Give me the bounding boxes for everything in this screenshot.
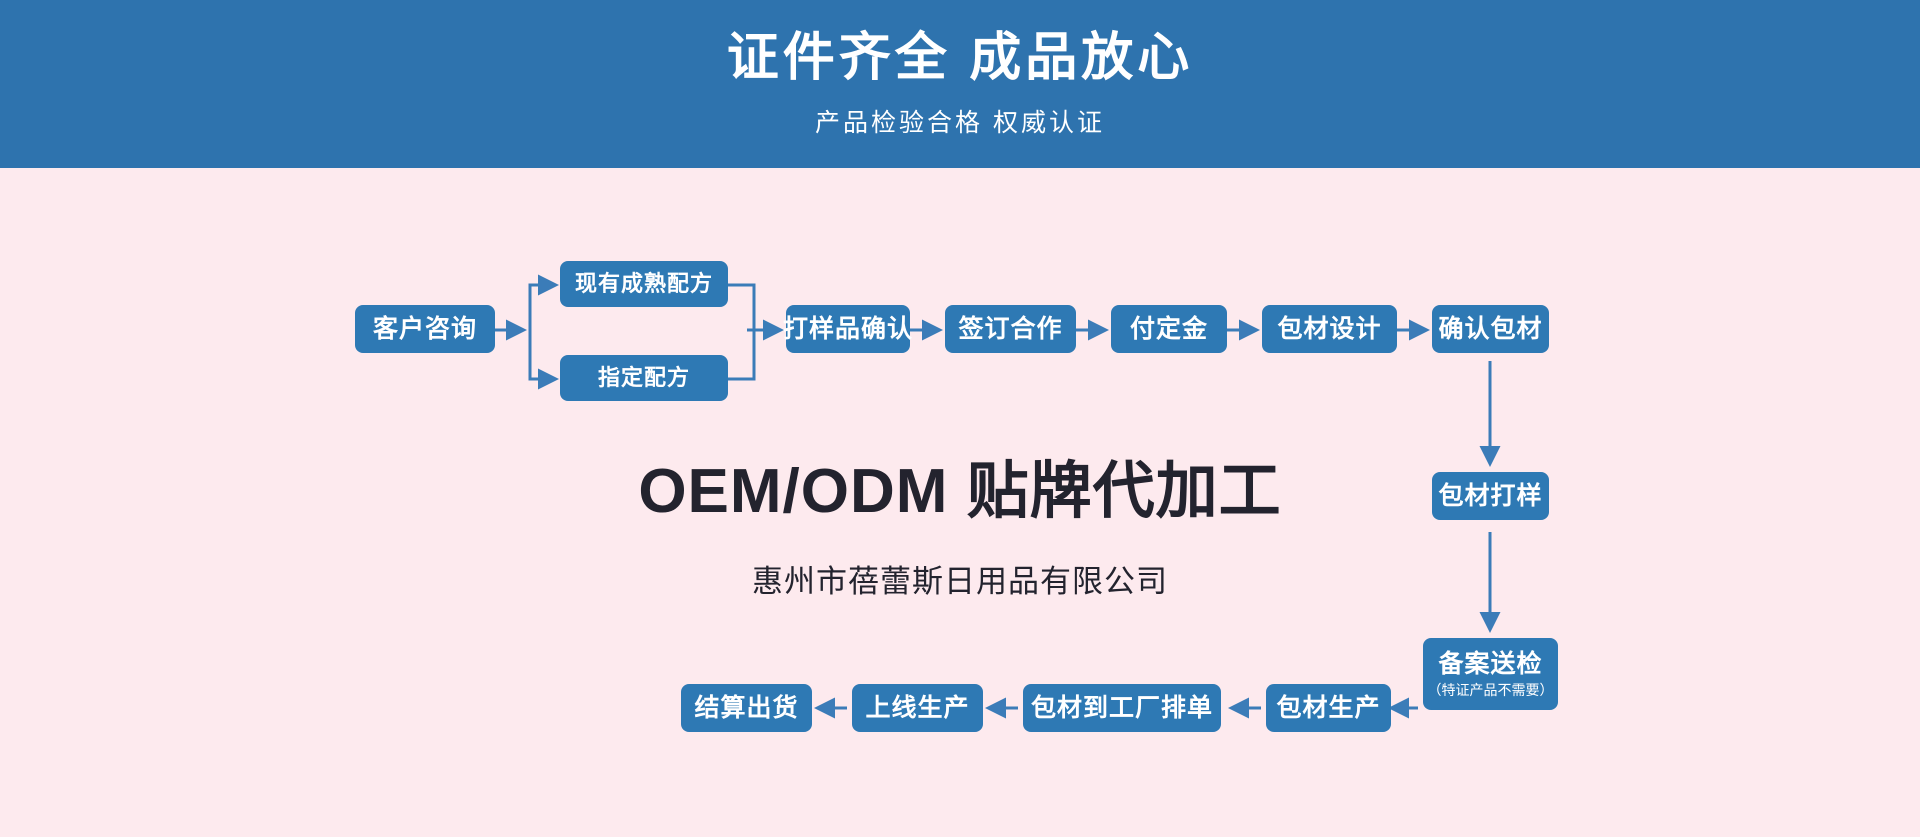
- center-text-block: OEM/ODM 贴牌代加工 惠州市蓓蕾斯日用品有限公司: [0, 440, 1920, 601]
- flow-node-existing[interactable]: 现有成熟配方: [560, 261, 728, 307]
- flow-node-pkg-sample[interactable]: 包材打样: [1432, 472, 1549, 520]
- flow-node-label: 签订合作: [958, 314, 1063, 343]
- flow-node-label: 确认包材: [1438, 314, 1543, 343]
- header-subtitle: 产品检验合格 权威认证: [815, 108, 1105, 137]
- flow-node-label: 现有成熟配方: [574, 271, 713, 296]
- flow-node-settle-ship[interactable]: 结算出货: [681, 684, 812, 732]
- flow-node-custom[interactable]: 指定配方: [560, 355, 728, 401]
- flow-node-sample-confirm[interactable]: 打样品确认: [783, 305, 914, 353]
- flow-node-filing[interactable]: 备案送检 （特证产品不需要）: [1423, 638, 1558, 710]
- flow-node-label: 结算出货: [694, 693, 799, 722]
- flow-node-label: 客户咨询: [372, 314, 477, 343]
- flow-node-line-produce[interactable]: 上线生产: [852, 684, 983, 732]
- flow-connectors: [495, 274, 1501, 719]
- flow-node-deposit[interactable]: 付定金: [1111, 305, 1227, 353]
- flow-node-sublabel: （特证产品不需要）: [1427, 681, 1554, 698]
- flow-node-label: 包材打样: [1438, 481, 1543, 510]
- flow-node-label: 打样品确认: [783, 314, 914, 343]
- flow-node-label: 指定配方: [597, 365, 690, 390]
- flow-node-pkg-confirm[interactable]: 确认包材: [1432, 305, 1549, 353]
- flow-node-pkg-produce[interactable]: 包材生产: [1266, 684, 1391, 732]
- arrow-split-to-existing: [528, 274, 559, 330]
- line-existing-to-merge: [728, 283, 756, 332]
- line-custom-to-merge: [728, 328, 756, 381]
- flow-node-label: 上线生产: [865, 693, 970, 722]
- arrow-split-to-custom: [528, 330, 559, 390]
- oem-headline: OEM/ODM 贴牌代加工: [638, 457, 1282, 526]
- flow-node-label: 备案送检: [1438, 649, 1543, 678]
- company-name: 惠州市蓓蕾斯日用品有限公司: [752, 564, 1168, 599]
- flow-node-pkg-schedule[interactable]: 包材到工厂排单: [1023, 684, 1221, 732]
- flow-node-label: 包材设计: [1277, 314, 1382, 343]
- flow-node-consult[interactable]: 客户咨询: [355, 305, 495, 353]
- banner-header: 证件齐全 成品放心 产品检验合格 权威认证: [0, 0, 1920, 168]
- header-title: 证件齐全 成品放心: [726, 29, 1194, 88]
- flow-node-label: 付定金: [1129, 314, 1208, 343]
- flow-node-label: 包材生产: [1276, 693, 1381, 722]
- process-flowchart: 客户咨询 现有成熟配方 指定配方 打样品确认 签订合作 付定金 包材设计 确认包…: [0, 168, 1920, 837]
- flow-node-pkg-design[interactable]: 包材设计: [1262, 305, 1397, 353]
- flow-node-sign[interactable]: 签订合作: [945, 305, 1076, 353]
- flow-node-label: 包材到工厂排单: [1030, 693, 1213, 722]
